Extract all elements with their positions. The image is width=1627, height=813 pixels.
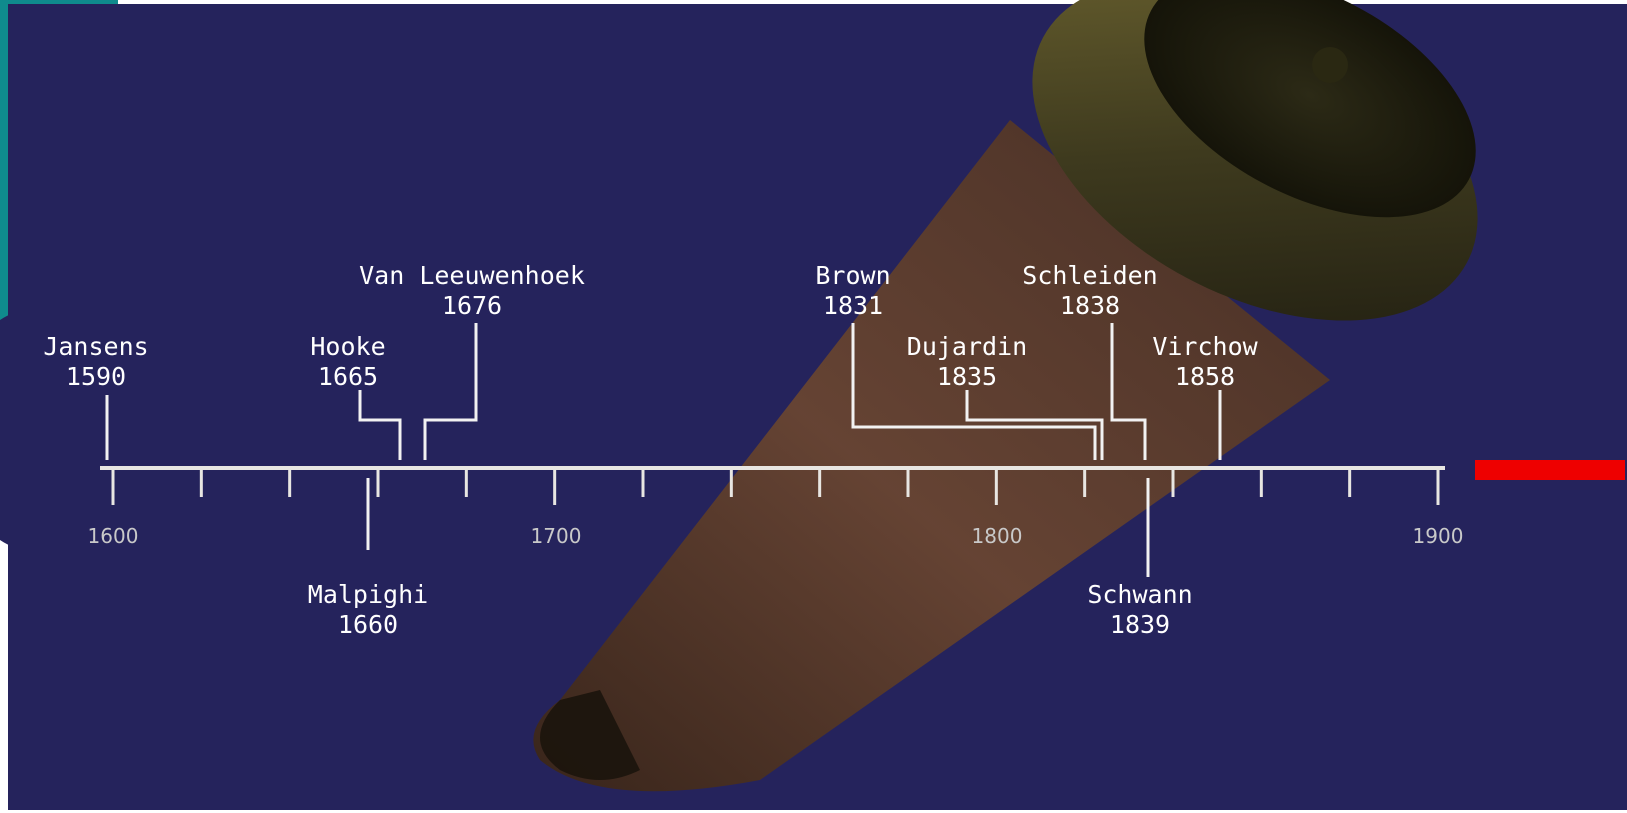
tick-label-1900: 1900 (1413, 524, 1464, 548)
right-arrow-icon[interactable] (1475, 460, 1625, 480)
event-name: Van Leeuwenhoek (359, 261, 585, 290)
event-name: Hooke (310, 332, 385, 361)
event-schwann: Schwann 1839 (1087, 580, 1192, 639)
event-year: 1676 (442, 291, 502, 320)
event-name: Brown (815, 261, 890, 290)
connector-schleiden (1110, 323, 1147, 460)
event-name: Dujardin (907, 332, 1027, 361)
event-name: Jansens (43, 332, 148, 361)
tick-label-1600: 1600 (88, 524, 139, 548)
event-schleiden: Schleiden 1838 (1022, 261, 1157, 320)
event-name: Schleiden (1022, 261, 1157, 290)
event-hooke: Hooke 1665 (310, 332, 385, 391)
microscope-tube-image (533, 0, 1478, 792)
connector-dujardin (965, 390, 1104, 460)
tick-label-1800: 1800 (972, 524, 1023, 548)
event-name: Schwann (1087, 580, 1192, 609)
event-year: 1839 (1110, 610, 1170, 639)
connector-brown (851, 323, 1097, 460)
event-year: 1831 (823, 291, 883, 320)
event-year: 1590 (66, 362, 126, 391)
event-malpighi: Malpighi 1660 (308, 580, 428, 639)
axis-ticks (111, 468, 1440, 505)
event-jansens: Jansens 1590 (43, 332, 148, 391)
event-name: Virchow (1152, 332, 1258, 361)
event-name: Malpighi (308, 580, 428, 609)
event-van-leeuwenhoek: Van Leeuwenhoek 1676 (359, 261, 585, 320)
connector-van-leeuwenhoek (423, 323, 478, 460)
event-year: 1660 (338, 610, 398, 639)
tick-label-1700: 1700 (531, 524, 582, 548)
event-connectors (105, 323, 1222, 577)
event-year: 1838 (1060, 291, 1120, 320)
event-year: 1835 (937, 362, 997, 391)
event-year: 1665 (318, 362, 378, 391)
event-virchow: Virchow 1858 (1152, 332, 1258, 391)
event-brown: Brown 1831 (815, 261, 890, 320)
event-year: 1858 (1175, 362, 1235, 391)
event-dujardin: Dujardin 1835 (907, 332, 1027, 391)
connector-hooke (358, 390, 402, 460)
